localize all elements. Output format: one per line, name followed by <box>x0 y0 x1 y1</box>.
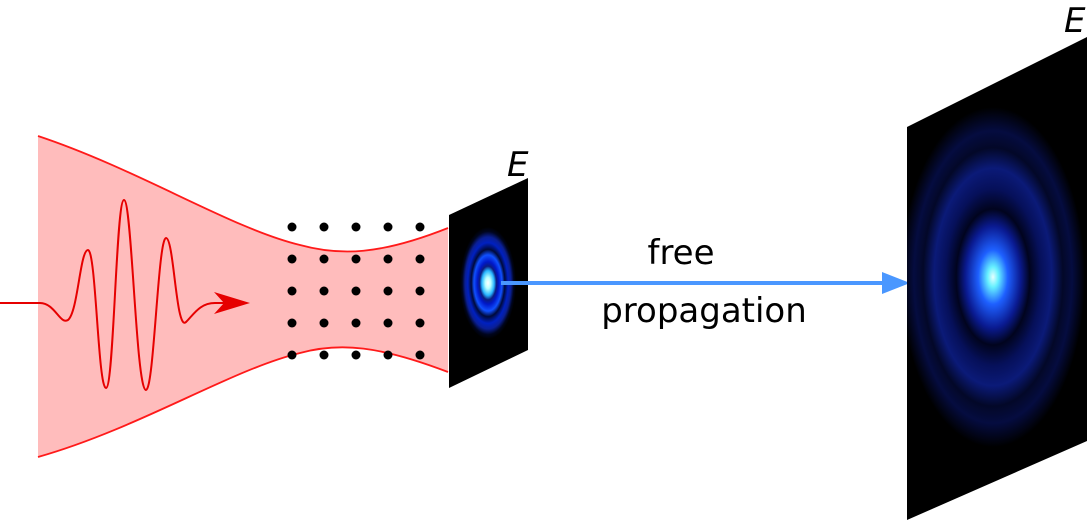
atom-dot <box>351 222 361 232</box>
laser-pulse-icon <box>0 198 232 392</box>
pulse-arrowhead-icon <box>214 292 250 314</box>
atom-dot <box>383 222 393 232</box>
near-ring-pattern <box>460 227 516 339</box>
atom-dot <box>351 254 361 264</box>
laser-beam <box>38 136 448 457</box>
atom-dot <box>415 254 425 264</box>
far-ring-pattern <box>907 107 1085 447</box>
atom-dot <box>319 318 329 328</box>
atom-dot <box>415 350 425 360</box>
atom-dot <box>287 254 297 264</box>
propagation-label-line2: propagation <box>601 291 807 331</box>
atom-dot <box>351 318 361 328</box>
propagation-arrowhead-icon <box>882 272 910 294</box>
laser-beam-edge-bottom <box>37 346 449 458</box>
atom-dot <box>287 286 297 296</box>
atom-dot <box>319 222 329 232</box>
atom-dot <box>319 254 329 264</box>
atom-dot <box>287 350 297 360</box>
atom-dot <box>319 350 329 360</box>
atom-dot <box>351 286 361 296</box>
atom-dot <box>319 286 329 296</box>
atom-dot <box>383 286 393 296</box>
atom-dot <box>383 254 393 264</box>
atom-dot <box>287 318 297 328</box>
atom-dot <box>415 318 425 328</box>
atom-dot <box>415 222 425 232</box>
atom-dot <box>351 350 361 360</box>
near-screen <box>449 178 528 388</box>
far-screen-label: E <box>1064 1 1086 41</box>
atom-dot <box>383 318 393 328</box>
far-screen <box>907 37 1087 520</box>
near-screen-label: E <box>507 145 529 185</box>
atom-dot <box>415 286 425 296</box>
atom-dot <box>287 222 297 232</box>
atom-dot <box>383 350 393 360</box>
atom-dot-grid <box>287 222 425 360</box>
propagation-label-line1: free <box>647 233 714 273</box>
laser-beam-edge-top <box>37 135 449 253</box>
